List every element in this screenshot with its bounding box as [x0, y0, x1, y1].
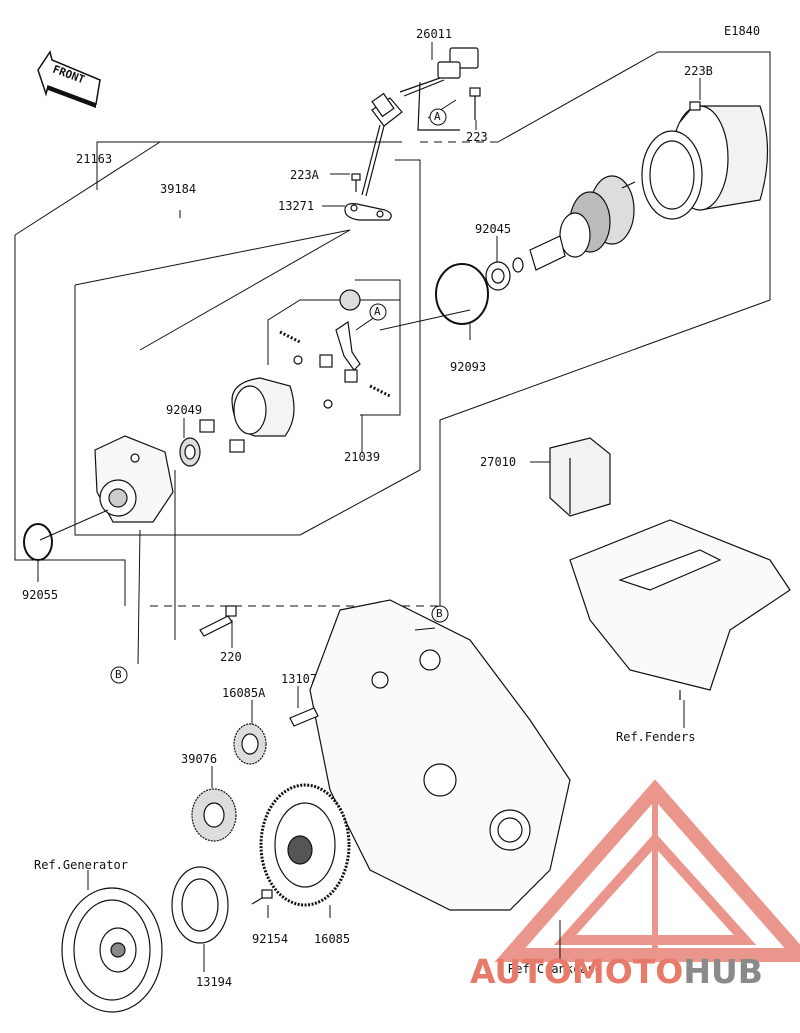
connector-26011	[361, 47, 479, 197]
part-27010: 27010	[480, 455, 517, 469]
part-21163: 21163	[76, 152, 113, 166]
watermark-part2: HUB	[683, 952, 763, 991]
callout-b-2: B	[115, 668, 122, 681]
gear-16085A	[233, 723, 267, 765]
callout-circles	[110, 108, 449, 684]
part-223A: 223A	[290, 168, 319, 182]
part-92045: 92045	[475, 222, 512, 236]
armature	[529, 175, 636, 271]
callout-a-2: A	[374, 305, 381, 318]
plate-13271	[344, 173, 392, 221]
part-92049: 92049	[166, 403, 203, 417]
starter-housing	[94, 435, 174, 523]
bolt-223	[469, 87, 481, 120]
bolt-92154	[251, 889, 273, 905]
oring-92055	[23, 523, 53, 561]
part-16085: 16085	[314, 932, 351, 946]
ref-generator: Ref.Generator	[34, 858, 128, 872]
clutch-13194	[171, 866, 229, 944]
diagram-code: E1840	[724, 24, 761, 38]
part-13194: 13194	[196, 975, 233, 989]
watermark-part1: AUTOMOTO	[470, 952, 684, 991]
motor-housing	[641, 101, 769, 220]
part-16085A: 16085A	[222, 686, 266, 700]
ref-crankcase: Ref.Crankcase	[508, 962, 602, 976]
generator-rotor	[61, 887, 163, 1013]
end-cover	[199, 377, 295, 453]
fender-bracket	[569, 519, 791, 700]
oring-92093	[435, 263, 489, 325]
part-39076: 39076	[181, 752, 218, 766]
part-92154: 92154	[252, 932, 289, 946]
part-26011: 26011	[416, 27, 453, 41]
watermark-text: AUTOMOTOHUB	[470, 952, 763, 991]
bolt-220	[199, 605, 237, 637]
crankcase-cover	[309, 599, 571, 911]
part-39184: 39184	[160, 182, 197, 196]
watermark-logo	[494, 779, 800, 962]
callout-b-1: B	[436, 607, 443, 620]
gear-16085	[259, 783, 351, 907]
ref-fenders: Ref.Fenders	[616, 730, 696, 744]
part-92055: 92055	[22, 588, 59, 602]
part-223: 223	[466, 130, 488, 144]
callout-a-1: A	[434, 110, 441, 123]
part-13271: 13271	[278, 199, 315, 213]
leader-lines	[37, 42, 701, 972]
assembly-outline-21163	[14, 51, 771, 607]
seal-92049	[179, 437, 201, 467]
part-92093: 92093	[450, 360, 487, 374]
part-21039: 21039	[344, 450, 381, 464]
gear-39076	[191, 788, 237, 842]
front-arrow-icon	[37, 50, 101, 108]
part-13107: 13107	[281, 672, 318, 686]
relay-27010	[549, 437, 611, 517]
part-223B: 223B	[684, 64, 713, 78]
pin-13107	[289, 707, 319, 727]
bearing-92045	[485, 257, 524, 291]
part-220: 220	[220, 650, 242, 664]
brush-holder-21039	[279, 289, 391, 409]
